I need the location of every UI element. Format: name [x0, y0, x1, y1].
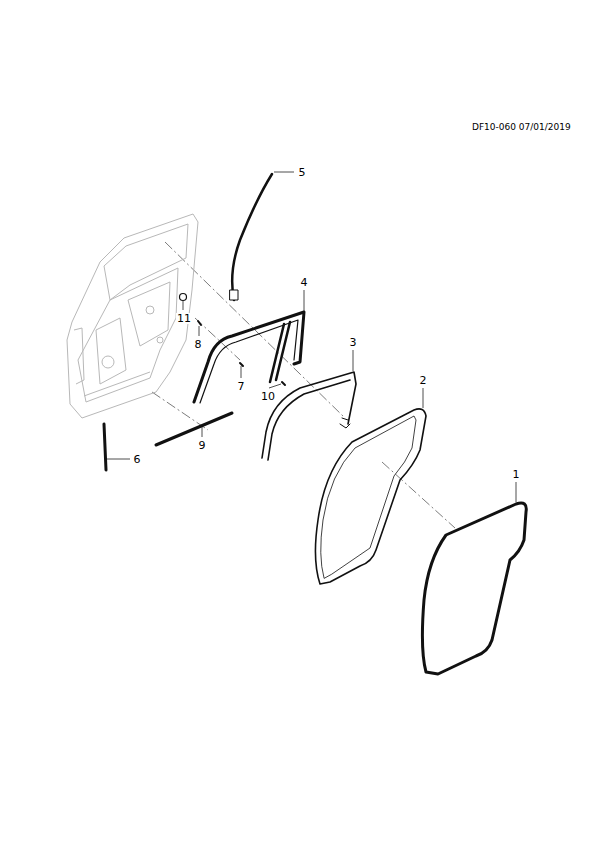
door-shell [67, 214, 198, 418]
part-5-end [230, 290, 238, 300]
part-3-belt-seal [262, 372, 356, 460]
drawing-stroke [353, 350, 354, 371]
drawing-code: DF10-060 07/01/2019 [471, 123, 572, 132]
callout-number: 7 [237, 381, 246, 392]
callout-number: 5 [298, 167, 307, 178]
drawing-stroke [96, 318, 126, 384]
part-9-outer-belt [156, 413, 232, 445]
drawing-stroke [157, 337, 163, 343]
part-2-door-seal [315, 409, 426, 584]
part-5-seal [232, 174, 272, 300]
callout-number: 11 [176, 313, 192, 324]
drawing-stroke [423, 388, 424, 408]
drawing-stroke [128, 282, 170, 346]
callout-number: 3 [349, 337, 358, 348]
part-10-screw [282, 382, 285, 385]
drawing-stroke [165, 242, 345, 418]
part-4-channel-inner [200, 320, 298, 403]
part-4-divider [270, 322, 290, 382]
drawing-stroke [102, 356, 114, 368]
callout-number: 6 [133, 454, 142, 465]
seal-parts [104, 174, 526, 674]
drawing-stroke [104, 224, 188, 300]
leader-lines [107, 172, 516, 502]
centre-lines [152, 242, 455, 528]
drawing-stroke [202, 427, 203, 437]
callout-number: 2 [419, 375, 428, 386]
drawing-stroke [304, 290, 305, 311]
drawing-stroke [78, 268, 178, 402]
drawing-stroke [74, 328, 84, 384]
drawing-stroke [146, 306, 154, 314]
part-1-body-seal [422, 503, 526, 674]
part-7-screw [240, 363, 243, 366]
callout-number: 1 [512, 469, 521, 480]
callout-number: 9 [198, 440, 207, 451]
drawing-stroke [241, 366, 242, 378]
drawing-stroke [382, 462, 455, 528]
drawing-stroke [274, 172, 294, 173]
part-8-clip [198, 321, 201, 325]
part-3-clips [340, 418, 350, 428]
drawing-stroke [199, 326, 200, 336]
drawing-stroke [269, 384, 281, 388]
drawing-stroke [84, 372, 150, 396]
part-11-plug [180, 294, 187, 301]
part-4-channel [194, 312, 304, 402]
part-6-strip [104, 424, 106, 470]
callout-number: 8 [194, 339, 203, 350]
drawing-stroke [152, 392, 208, 430]
drawing-stroke [67, 214, 198, 418]
drawing-stroke [183, 301, 184, 310]
drawing-stroke [516, 482, 517, 502]
callout-number: 4 [300, 277, 309, 288]
drawing-stroke [107, 459, 130, 460]
part-2-door-seal-inner [321, 416, 416, 578]
callout-number: 10 [260, 391, 276, 402]
